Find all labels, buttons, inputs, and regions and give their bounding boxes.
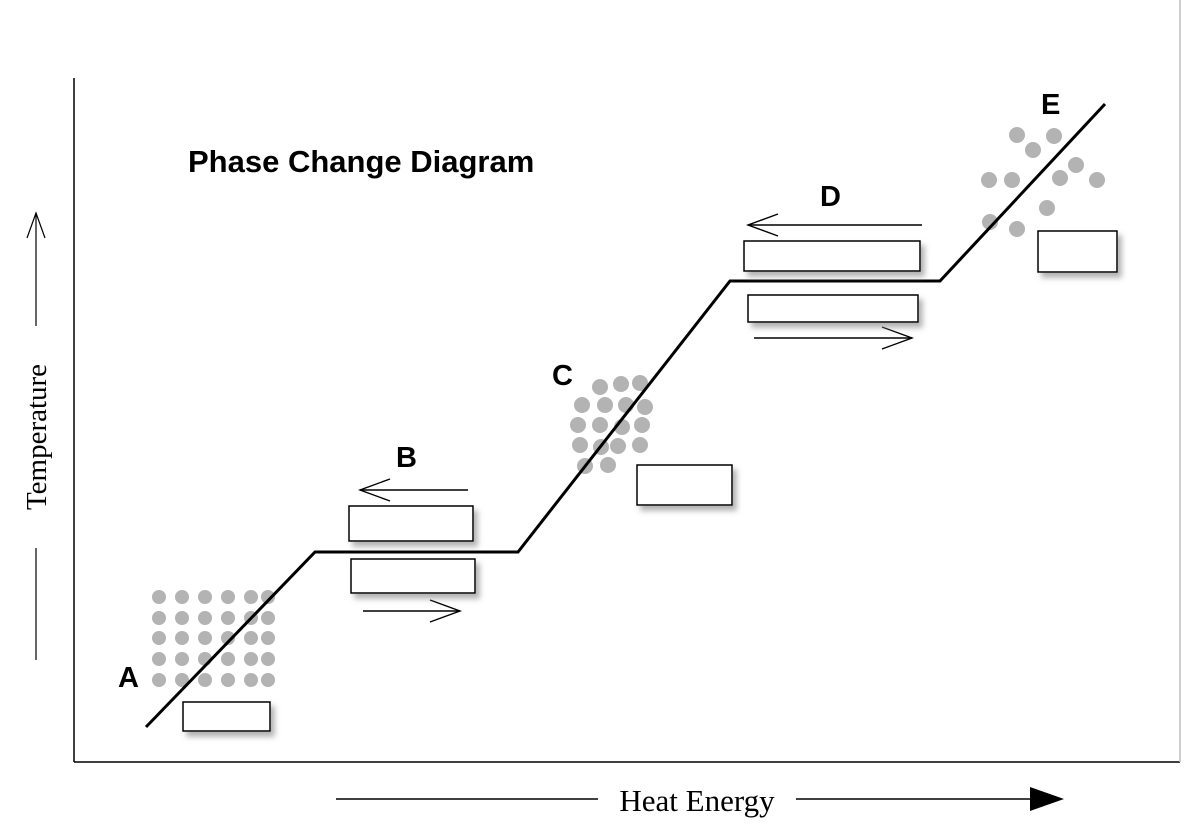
heat-energy-label: Heat Energy	[619, 783, 775, 818]
liquid-particles	[570, 375, 653, 474]
answer-box-d-bottom[interactable]	[747, 294, 919, 323]
point-label-c: C	[552, 360, 573, 392]
answer-box-b-top[interactable]	[348, 505, 474, 542]
answer-box-c[interactable]	[636, 464, 733, 506]
point-label-e: E	[1041, 89, 1060, 121]
arrow-left-b	[357, 478, 468, 502]
diagram-title: Phase Change Diagram	[188, 144, 534, 179]
solid-particles	[152, 590, 275, 687]
heating-curve	[144, 102, 1107, 729]
arrow-right-b	[363, 599, 463, 623]
temperature-arrow-head	[26, 211, 46, 239]
point-label-a: A	[118, 662, 139, 694]
gas-particles	[981, 127, 1105, 237]
arrow-right-d	[754, 326, 915, 350]
heat-energy-arrow-head	[1030, 787, 1064, 811]
temperature-axis-label: Temperature	[21, 364, 53, 510]
point-label-d: D	[820, 181, 841, 213]
arrow-left-d	[745, 213, 922, 237]
answer-box-d-top[interactable]	[743, 240, 921, 272]
answer-box-a[interactable]	[182, 701, 271, 732]
answer-box-b-bottom[interactable]	[350, 558, 476, 594]
point-label-b: B	[396, 442, 417, 474]
answer-box-e[interactable]	[1037, 230, 1118, 273]
